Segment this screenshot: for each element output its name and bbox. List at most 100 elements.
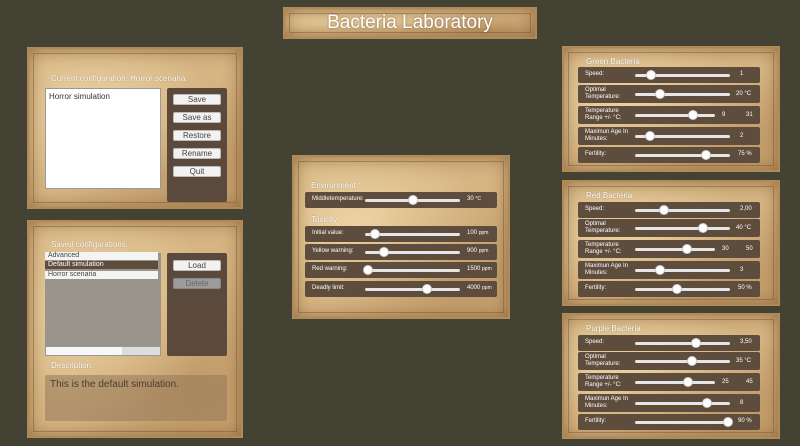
green-range-knob[interactable]	[687, 110, 698, 120]
purple-fertility-knob[interactable]	[723, 417, 734, 427]
red-fertility-knob[interactable]	[671, 284, 682, 294]
yellow-warning-track[interactable]	[365, 247, 460, 257]
green-bacteria-title: Green Bacteria	[586, 57, 640, 66]
red-warning-value: 1500 ppm	[467, 266, 492, 272]
saved-configs-panel: Saved configurations: Load Delete Descri…	[27, 220, 243, 438]
env-row-deadly-limit: Deadly limit: 4000 ppm	[305, 281, 497, 297]
middle-temperature-knob[interactable]	[407, 195, 418, 205]
green-fertility-value: 75 %	[738, 151, 752, 157]
config-text: Horror simulation	[49, 92, 110, 101]
list-item-horror-scenaria[interactable]: Horror scenaria	[45, 271, 158, 279]
red-optimal-track[interactable]	[635, 223, 730, 233]
green-speed-row: Speed: 1	[578, 67, 760, 83]
red-range-track[interactable]	[635, 244, 715, 254]
red-age-knob[interactable]	[654, 265, 665, 275]
list-scrollbar-thumb[interactable]	[46, 347, 122, 355]
green-speed-track[interactable]	[635, 70, 730, 80]
purple-speed-value: 3,50	[740, 339, 752, 345]
list-scrollbar[interactable]	[45, 346, 161, 356]
green-age-label: Maximun Age In Minutes:	[585, 129, 629, 142]
deadly-limit-track[interactable]	[365, 284, 460, 294]
purple-age-knob[interactable]	[702, 398, 713, 408]
initial-value-value: 100 ppm	[467, 230, 489, 236]
red-optimal-label: Optimal Temperature:	[585, 221, 621, 234]
green-optimal-track[interactable]	[635, 89, 730, 99]
toxicity-label: Toxicity	[311, 215, 338, 224]
red-range-low: 30	[722, 246, 729, 252]
middle-temperature-track[interactable]	[365, 195, 460, 205]
purple-speed-row: Speed: 3,50	[578, 335, 760, 351]
list-item-advanced[interactable]: Advanced	[45, 252, 158, 260]
purple-optimal-track[interactable]	[635, 356, 730, 366]
purple-range-knob[interactable]	[682, 377, 693, 387]
purple-optimal-value: 35 °C	[736, 358, 752, 364]
purple-range-high: 45	[746, 379, 753, 385]
purple-range-label: Temperature Range +/- °C:	[585, 375, 622, 388]
env-row-yellow-warning: Yellow warning: 900 ppm	[305, 244, 497, 260]
red-warning-knob[interactable]	[362, 265, 373, 275]
purple-range-low: 25	[722, 379, 729, 385]
green-range-track[interactable]	[635, 110, 715, 120]
save-button[interactable]: Save	[173, 94, 221, 105]
red-age-row: Maximun Age In Minutes: 3	[578, 261, 760, 279]
yellow-warning-knob[interactable]	[379, 247, 389, 257]
env-row-middle-temperature: Middletemperature: 30 °C	[305, 192, 497, 208]
red-range-high: 50	[746, 246, 753, 252]
purple-range-track[interactable]	[635, 377, 715, 387]
config-text-area[interactable]: Horror simulation	[45, 88, 161, 189]
purple-fertility-row: Fertility: 90 %	[578, 414, 760, 430]
purple-fertility-track[interactable]	[635, 417, 734, 427]
saved-configs-list[interactable]	[45, 253, 161, 356]
red-speed-value: 2,00	[740, 206, 752, 212]
purple-optimal-knob[interactable]	[687, 356, 697, 366]
green-speed-value: 1	[740, 71, 744, 77]
red-speed-row: Speed: 2,00	[578, 202, 760, 218]
rename-button[interactable]: Rename	[173, 148, 221, 159]
green-age-row: Maximun Age In Minutes: 2	[578, 127, 760, 145]
red-range-knob[interactable]	[682, 244, 692, 254]
green-optimal-knob[interactable]	[654, 89, 665, 99]
green-range-high: 31	[746, 112, 753, 118]
red-age-track[interactable]	[635, 265, 730, 275]
description-label: Description:	[51, 361, 94, 370]
list-item-default-simulation[interactable]: Default simulation	[45, 261, 158, 269]
restore-button[interactable]: Restore	[173, 130, 221, 141]
green-fertility-track[interactable]	[635, 150, 730, 160]
red-age-label: Maximun Age In Minutes:	[585, 263, 629, 276]
save-as-button[interactable]: Save as	[173, 112, 221, 123]
red-speed-track[interactable]	[635, 205, 730, 215]
green-age-track[interactable]	[635, 131, 730, 141]
deadly-limit-knob[interactable]	[421, 284, 432, 294]
red-fertility-row: Fertility: 50 %	[578, 281, 760, 297]
environment-label: Environment	[311, 181, 356, 190]
green-optimal-row: Optimal Temperature: 20 °C	[578, 85, 760, 103]
middle-temperature-value: 30 °C	[467, 196, 481, 202]
red-fertility-track[interactable]	[635, 284, 730, 294]
deadly-limit-label: Deadly limit:	[312, 285, 345, 291]
red-optimal-value: 40 °C	[736, 225, 752, 231]
initial-value-track[interactable]	[365, 229, 460, 239]
initial-value-knob[interactable]	[369, 229, 380, 239]
green-speed-knob[interactable]	[646, 70, 657, 80]
green-range-row: Temperature Range +/- °C: 9 31	[578, 106, 760, 124]
deadly-limit-value: 4000 ppm	[467, 285, 492, 291]
green-age-knob[interactable]	[645, 131, 656, 141]
red-range-label: Temperature Range +/- °C:	[585, 242, 622, 255]
env-row-initial-value: Initial value: 100 ppm	[305, 226, 497, 242]
middle-temperature-label: Middletemperature:	[312, 196, 364, 202]
red-warning-track[interactable]	[362, 265, 460, 275]
purple-speed-knob[interactable]	[690, 338, 701, 348]
purple-age-track[interactable]	[635, 398, 730, 408]
purple-bacteria-title: Purple Bacteria	[586, 324, 641, 333]
green-fertility-row: Fertility: 75 %	[578, 147, 760, 163]
purple-optimal-label: Optimal Temperature:	[585, 354, 621, 367]
purple-speed-track[interactable]	[635, 338, 730, 348]
red-optimal-knob[interactable]	[698, 223, 709, 233]
load-button[interactable]: Load	[173, 260, 221, 271]
purple-fertility-label: Fertility:	[585, 418, 606, 424]
quit-button[interactable]: Quit	[173, 166, 221, 177]
delete-button[interactable]: Delete	[173, 278, 221, 289]
green-fertility-knob[interactable]	[701, 150, 712, 160]
description-text: This is the default simulation.	[50, 379, 179, 390]
red-speed-knob[interactable]	[658, 205, 669, 215]
